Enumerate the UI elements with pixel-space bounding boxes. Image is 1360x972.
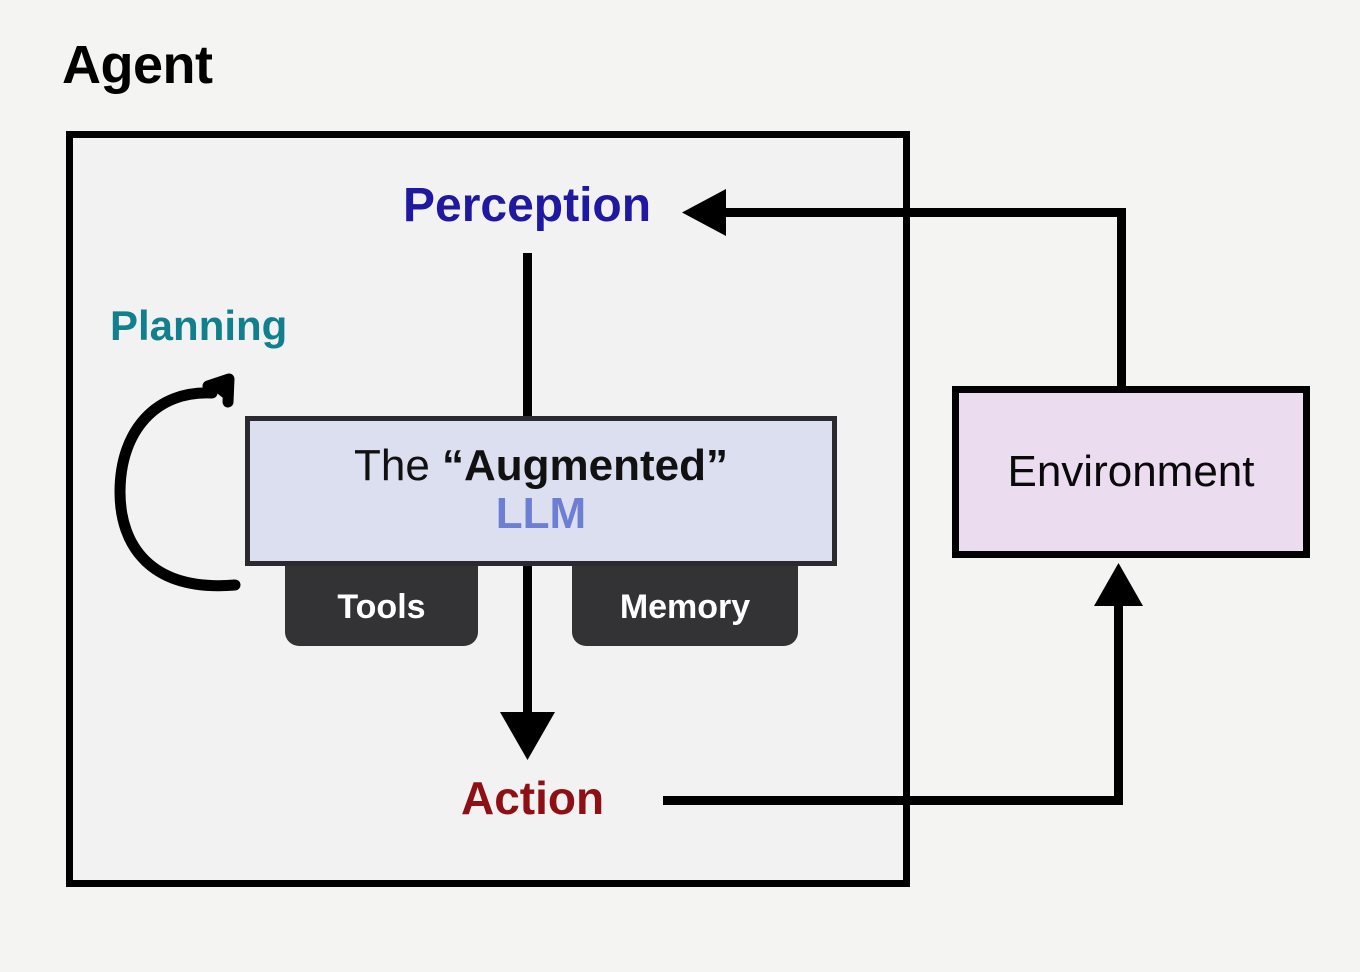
- memory-tab-label: Memory: [619, 587, 751, 626]
- action-label: Action: [461, 772, 605, 824]
- tools-tab-label: Tools: [337, 587, 426, 626]
- planning-label: Planning: [110, 302, 288, 349]
- memory-tab[interactable]: Memory: [572, 560, 798, 646]
- augmented-llm-prefix: The: [353, 440, 443, 490]
- perception-label: Perception: [403, 179, 652, 232]
- environment-box[interactable]: Environment: [952, 386, 1310, 558]
- augmented-llm-subtitle: LLM: [495, 488, 587, 538]
- augmented-llm-quoted: “Augmented”: [442, 440, 729, 490]
- environment-label: Environment: [1007, 447, 1255, 496]
- augmented-llm-box[interactable]: The “Augmented” LLM: [245, 416, 837, 566]
- augmented-llm-heading: The “Augmented”: [353, 440, 729, 490]
- tools-tab[interactable]: Tools: [285, 560, 478, 646]
- agent-title: Agent: [62, 35, 213, 95]
